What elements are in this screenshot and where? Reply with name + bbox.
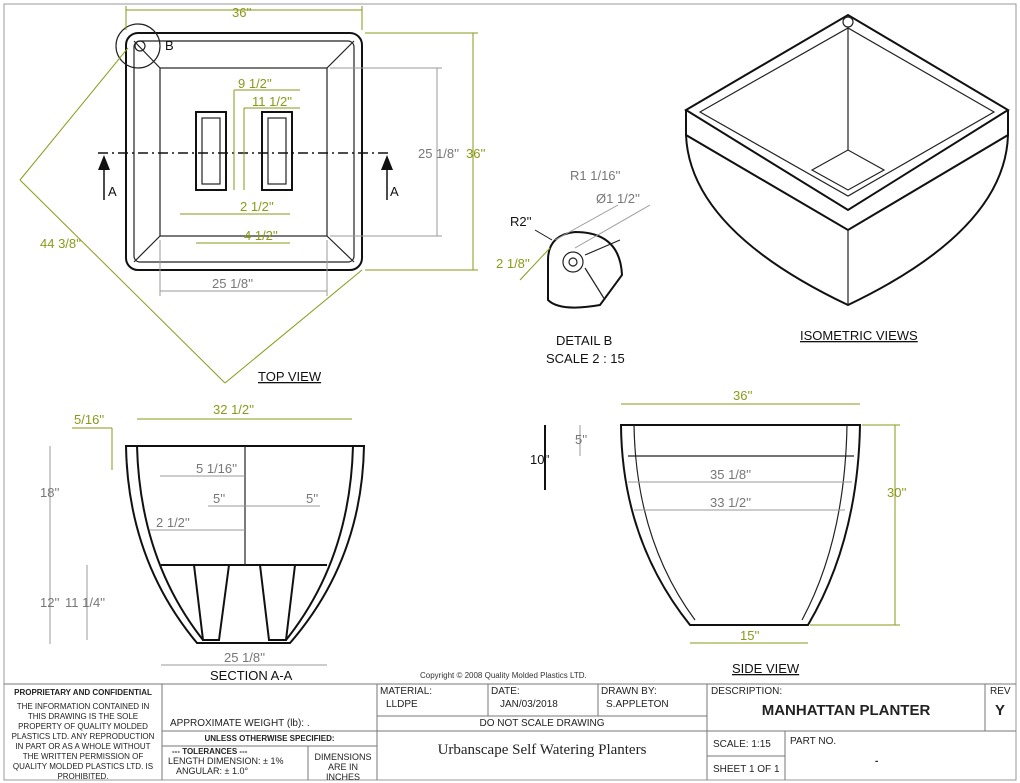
sheet-border (3, 3, 1017, 781)
dim-height: 36'' (466, 146, 485, 161)
side-view: 36'' 5'' 10'' 35 1/8'' 33 1/2'' 30'' 15'… (530, 388, 906, 676)
dim-side-5: 5'' (575, 432, 587, 447)
description-value: MANHATTAN PLANTER (761, 702, 931, 719)
drawn-by-value: S.APPLETON (606, 699, 669, 710)
do-not-scale: DO NOT SCALE DRAWING (479, 718, 605, 729)
unless-specified: UNLESS OTHERWISE SPECIFIED: (204, 734, 335, 743)
dim-18: 18'' (40, 485, 59, 500)
proprietary-text: THE INFORMATION CONTAINED IN THIS DRAWIN… (11, 702, 155, 781)
dim-section-bottom: 25 1/8'' (224, 650, 265, 665)
proprietary-title: PROPRIETARY AND CONFIDENTIAL (14, 688, 152, 697)
rev-label: REV (990, 686, 1011, 697)
detail-marker: B (165, 38, 174, 53)
isometric-view: ISOMETRIC VIEWS (684, 13, 1010, 343)
dim-11-1-4: 11 1/4'' (65, 595, 105, 610)
dim-5-1-16: 5 1/16'' (196, 461, 237, 476)
part-no-value: - (875, 756, 879, 767)
dim-5-b: 5'' (306, 491, 318, 506)
approximate-weight: APPROXIMATE WEIGHT (lb): . (170, 718, 310, 729)
detail-b-label: DETAIL B (556, 333, 612, 348)
title-block-grid (4, 683, 1016, 780)
section-marker-left: A (108, 184, 117, 199)
dim-12: 12'' (40, 595, 59, 610)
section-view: 32 1/2'' 5/16'' 18'' 12'' 11 1/4'' 5 1/1… (40, 402, 366, 683)
section-label: SECTION A-A (210, 668, 293, 683)
part-no-label: PART NO. (790, 736, 837, 747)
dim-9-1-2: 9 1/2'' (238, 76, 272, 91)
date-value: JAN/03/2018 (500, 699, 558, 710)
side-view-label: SIDE VIEW (732, 661, 800, 676)
dim-width: 36'' (232, 5, 251, 20)
tolerances-title: --- TOLERANCES --- (172, 747, 248, 756)
detail-b-circle (115, 23, 161, 69)
material-value: LLDPE (386, 699, 418, 710)
dim-35-1-8: 35 1/8'' (710, 467, 751, 482)
units-note: DIMENSIONS ARE IN INCHES (314, 752, 372, 782)
dim-r1: R1 1/16'' (570, 168, 621, 183)
dim-2-1-2: 2 1/2'' (240, 199, 274, 214)
dim-section-width: 32 1/2'' (213, 402, 254, 417)
length-tolerance: LENGTH DIMENSION: ± 1% (168, 756, 284, 766)
copyright: Copyright © 2008 Quality Molded Plastics… (420, 671, 587, 680)
dim-diagonal: 44 3/8'' (40, 236, 81, 251)
isometric-label: ISOMETRIC VIEWS (800, 328, 918, 343)
dim-side-height: 30'' (887, 485, 906, 500)
detail-b: R1 1/16'' Ø1 1/2'' R2'' 2 1/8'' DETAIL B… (496, 168, 651, 366)
top-view: A A B 36'' 36'' 25 1/8'' 25 1/8'' 44 3/8… (19, 5, 485, 384)
sheet-value: SHEET 1 OF 1 (713, 764, 780, 775)
description-label: DESCRIPTION: (711, 686, 783, 697)
dim-inner-height: 25 1/8'' (418, 146, 459, 161)
dim-11-1-2: 11 1/2'' (252, 94, 292, 109)
section-marker-right: A (390, 184, 399, 199)
dim-base: 15'' (740, 628, 759, 643)
dim-inner-width: 25 1/8'' (212, 276, 253, 291)
dim-lip: 5/16'' (74, 412, 104, 427)
dim-detail-h: 2 1/8'' (496, 256, 530, 271)
drawn-by-label: DRAWN BY: (601, 686, 657, 697)
scale-value: SCALE: 1:15 (713, 739, 771, 750)
rev-value: Y (995, 702, 1006, 719)
angular-tolerance: ANGULAR: ± 1.0° (176, 766, 249, 776)
dim-diameter: Ø1 1/2'' (596, 191, 640, 206)
date-label: DATE: (491, 686, 520, 697)
dim-33-1-2: 33 1/2'' (710, 495, 751, 510)
dim-r2: R2'' (510, 214, 532, 229)
dim-5-a: 5'' (213, 491, 225, 506)
dim-side-width: 36'' (733, 388, 752, 403)
dim-2-1-2-section: 2 1/2'' (156, 515, 190, 530)
project-name: Urbanscape Self Watering Planters (437, 742, 647, 758)
dim-4-1-2: 4 1/2'' (244, 228, 278, 243)
detail-scale-label: SCALE 2 : 15 (546, 351, 625, 366)
dim-side-10: 10'' (530, 452, 549, 467)
top-view-label: TOP VIEW (258, 369, 322, 384)
material-label: MATERIAL: (380, 686, 433, 697)
